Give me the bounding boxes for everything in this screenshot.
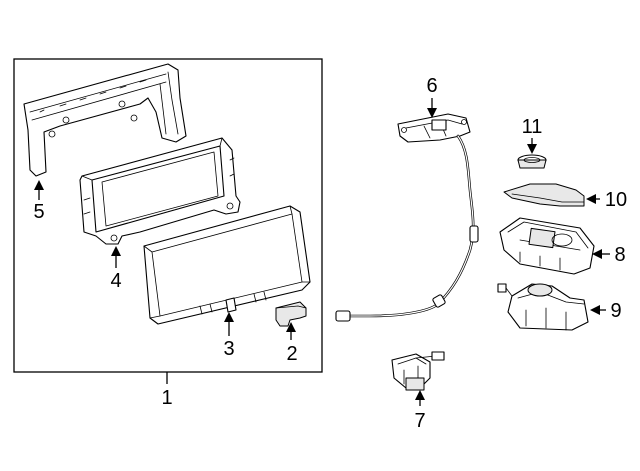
assembly-frame — [13, 58, 323, 373]
callout-10: 10 — [605, 189, 627, 211]
callout-11: 11 — [522, 116, 543, 138]
callout-5: 5 — [33, 201, 44, 223]
callout-7: 7 — [414, 410, 425, 432]
leaders — [34, 98, 610, 406]
part-2-clip[interactable] — [275, 301, 307, 327]
callout-3: 3 — [223, 338, 234, 360]
callout-8: 8 — [614, 244, 625, 266]
callout-6: 6 — [426, 75, 437, 97]
part-3-display-screen[interactable] — [143, 205, 311, 325]
callout-2: 2 — [286, 343, 297, 365]
callout-1: 1 — [161, 387, 172, 409]
part-6-control-cable[interactable] — [335, 113, 479, 322]
part-10-cover[interactable] — [503, 183, 585, 207]
part-7-sensor[interactable] — [391, 351, 445, 391]
part-11-knob-cap[interactable] — [517, 154, 547, 169]
part-5-bezel-trim[interactable] — [23, 63, 187, 177]
part-8-control-panel[interactable] — [499, 217, 595, 275]
callout-4: 4 — [110, 270, 121, 292]
part-4-display-housing[interactable] — [79, 137, 241, 245]
callout-9: 9 — [610, 300, 621, 322]
part-9-shifter-mechanism[interactable] — [497, 283, 589, 331]
